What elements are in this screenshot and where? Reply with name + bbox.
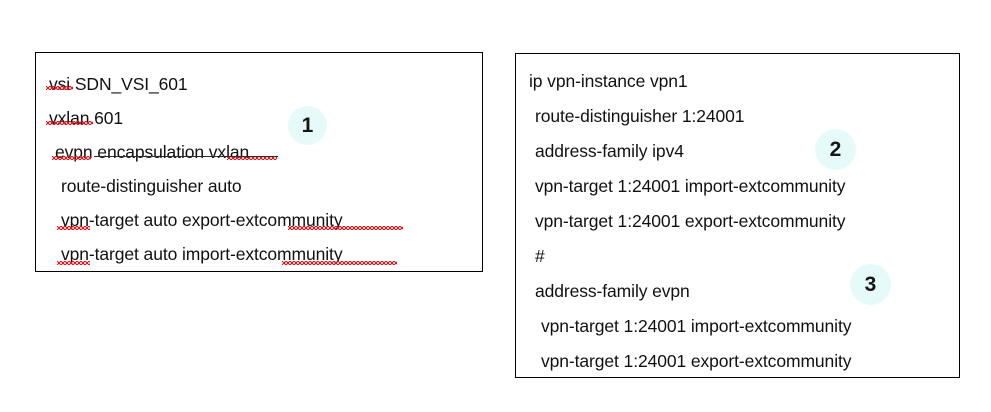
code-line: vsi SDN_VSI_601 bbox=[49, 74, 188, 94]
code-block-vsi: vsi SDN_VSI_601 vxlan 601 evpn encapsula… bbox=[36, 53, 482, 271]
code-line: address-family evpn bbox=[535, 281, 690, 301]
code-line: address-family ipv4 bbox=[535, 141, 684, 161]
code-line: # bbox=[535, 246, 545, 266]
code-line: vpn-target 1:24001 export-extcommunity bbox=[541, 351, 852, 371]
step-badge-3: 3 bbox=[850, 264, 891, 305]
config-panel-vpn-instance: ip vpn-instance vpn1 route-distinguisher… bbox=[515, 53, 960, 378]
code-line: vpn-target 1:24001 import-extcommunity bbox=[535, 176, 846, 196]
code-line: vpn-target 1:24001 export-extcommunity bbox=[535, 211, 846, 231]
code-line: vxlan 601 bbox=[49, 108, 124, 128]
code-line: vpn-target auto export-extcommunity bbox=[61, 210, 343, 230]
config-panel-vsi: vsi SDN_VSI_601 vxlan 601 evpn encapsula… bbox=[35, 52, 483, 272]
code-line: vpn-target 1:24001 import-extcommunity bbox=[541, 316, 852, 336]
code-line: evpn encapsulation vxlan bbox=[55, 142, 250, 162]
step-badge-2: 2 bbox=[815, 129, 856, 170]
code-line: ip vpn-instance vpn1 bbox=[529, 71, 688, 91]
code-line: route-distinguisher auto bbox=[61, 176, 242, 196]
code-block-vpn-instance: ip vpn-instance vpn1 route-distinguisher… bbox=[516, 54, 959, 379]
code-line: route-distinguisher 1:24001 bbox=[535, 106, 745, 126]
step-badge-1: 1 bbox=[288, 106, 327, 145]
code-line: vpn-target auto import-extcommunity bbox=[61, 244, 343, 264]
